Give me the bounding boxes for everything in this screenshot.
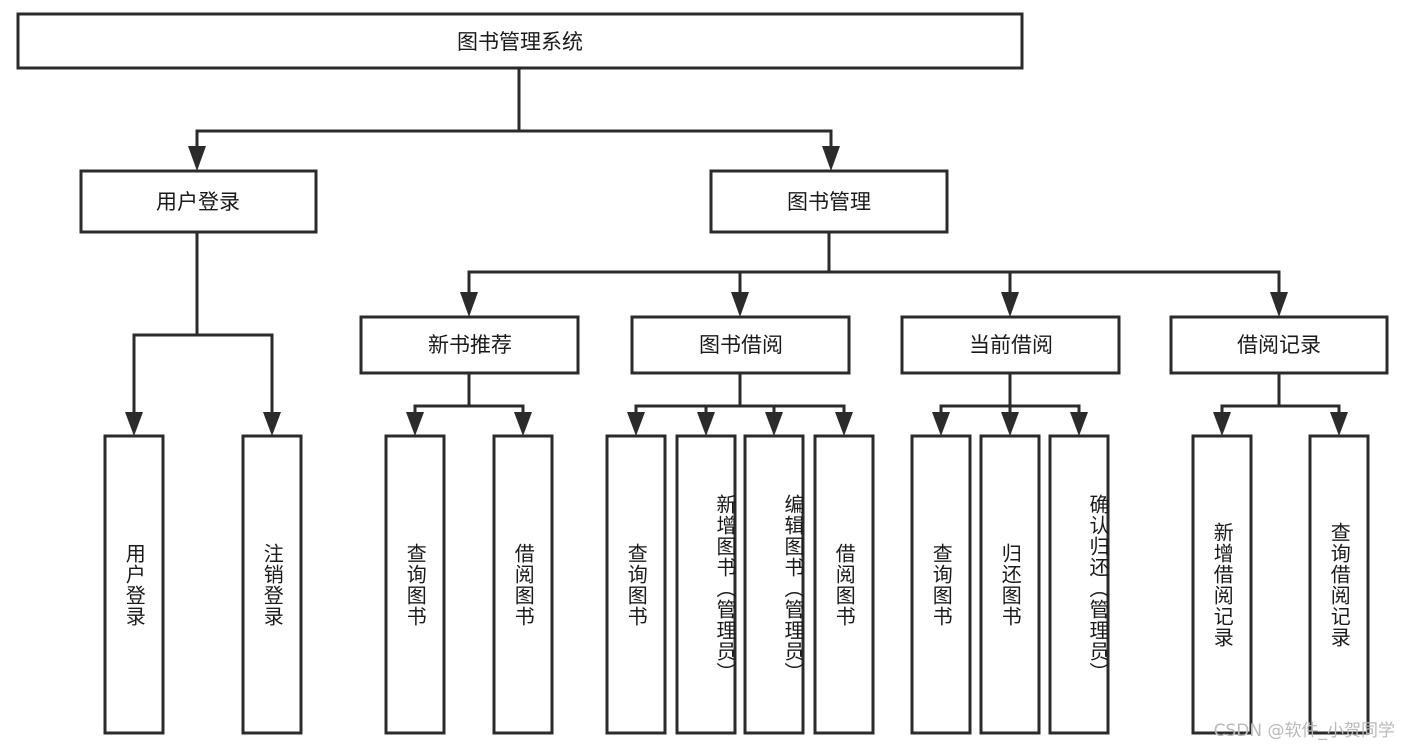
node-current-borrow-label: 当前借阅 [969,333,1053,357]
node-leaf-add-record[interactable] [1191,434,1253,735]
node-borrow-record[interactable] [1169,315,1389,375]
arrow-head-borrow-record [1270,292,1288,317]
node-user-login[interactable] [79,169,318,234]
node-current-borrow[interactable] [900,315,1121,375]
connector-book-borrow-to-leaves [627,371,853,436]
arrow-head-leaf-edit-book [765,412,783,436]
node-book-borrow[interactable] [630,315,851,375]
node-leaf-query-record[interactable] [1308,434,1370,735]
arrow-head-leaf-logout-login [263,412,281,436]
connector-user-login-to-leaves [125,230,281,436]
node-root[interactable] [16,12,1024,70]
node-leaf-borrow-book-1[interactable] [492,434,554,735]
arrow-head-leaf-borrow-book-1 [514,412,532,436]
arrow-head-book-manage [822,146,840,171]
node-leaf-query-book-2[interactable] [605,434,667,735]
arrow-head-book-borrow [731,292,749,317]
node-book-borrow-label: 图书借阅 [699,333,783,357]
connector-borrow-record-to-leaves [1213,371,1348,436]
node-borrow-record-label: 借阅记录 [1237,333,1321,357]
arrow-head-leaf-query-record [1330,412,1348,436]
arrow-head-leaf-query-book-3 [932,412,950,436]
connector-new-book-recommend-to-leaves [406,371,532,436]
arrow-head-leaf-borrow-book-2 [835,412,853,436]
arrow-head-leaf-confirm-return [1070,412,1088,436]
node-book-manage[interactable] [709,169,949,234]
node-root-label: 图书管理系统 [457,30,583,54]
node-leaf-logout-login[interactable] [241,434,303,735]
node-leaf-confirm-return[interactable] [1048,434,1110,735]
node-new-book-recommend-label: 新书推荐 [428,333,512,357]
node-book-manage-label: 图书管理 [787,190,871,214]
node-leaf-return-book[interactable] [979,434,1041,735]
node-leaf-add-book[interactable] [675,434,737,735]
connector-root-to-level2 [188,66,840,171]
node-leaf-user-login[interactable] [103,434,165,735]
node-leaf-edit-book[interactable] [743,434,805,735]
node-new-book-recommend[interactable] [359,315,580,375]
arrow-head-leaf-return-book [1001,412,1019,436]
node-leaf-query-book-1[interactable] [384,434,446,735]
arrow-head-user-login [188,146,206,171]
node-leaf-borrow-book-2[interactable] [813,434,875,735]
arrow-head-leaf-query-book-2 [627,412,645,436]
connector-book-manage-to-level3 [460,230,1288,317]
arrow-head-leaf-user-login [125,412,143,436]
arrow-head-leaf-query-book-1 [406,412,424,436]
arrow-head-leaf-add-book [697,412,715,436]
node-leaf-query-book-3[interactable] [910,434,972,735]
node-user-login-label: 用户登录 [156,190,240,214]
arrow-head-leaf-add-record [1213,412,1231,436]
connector-current-borrow-to-leaves [932,371,1088,436]
arrow-head-new-book-recommend [460,292,478,317]
arrow-head-current-borrow [1001,292,1019,317]
